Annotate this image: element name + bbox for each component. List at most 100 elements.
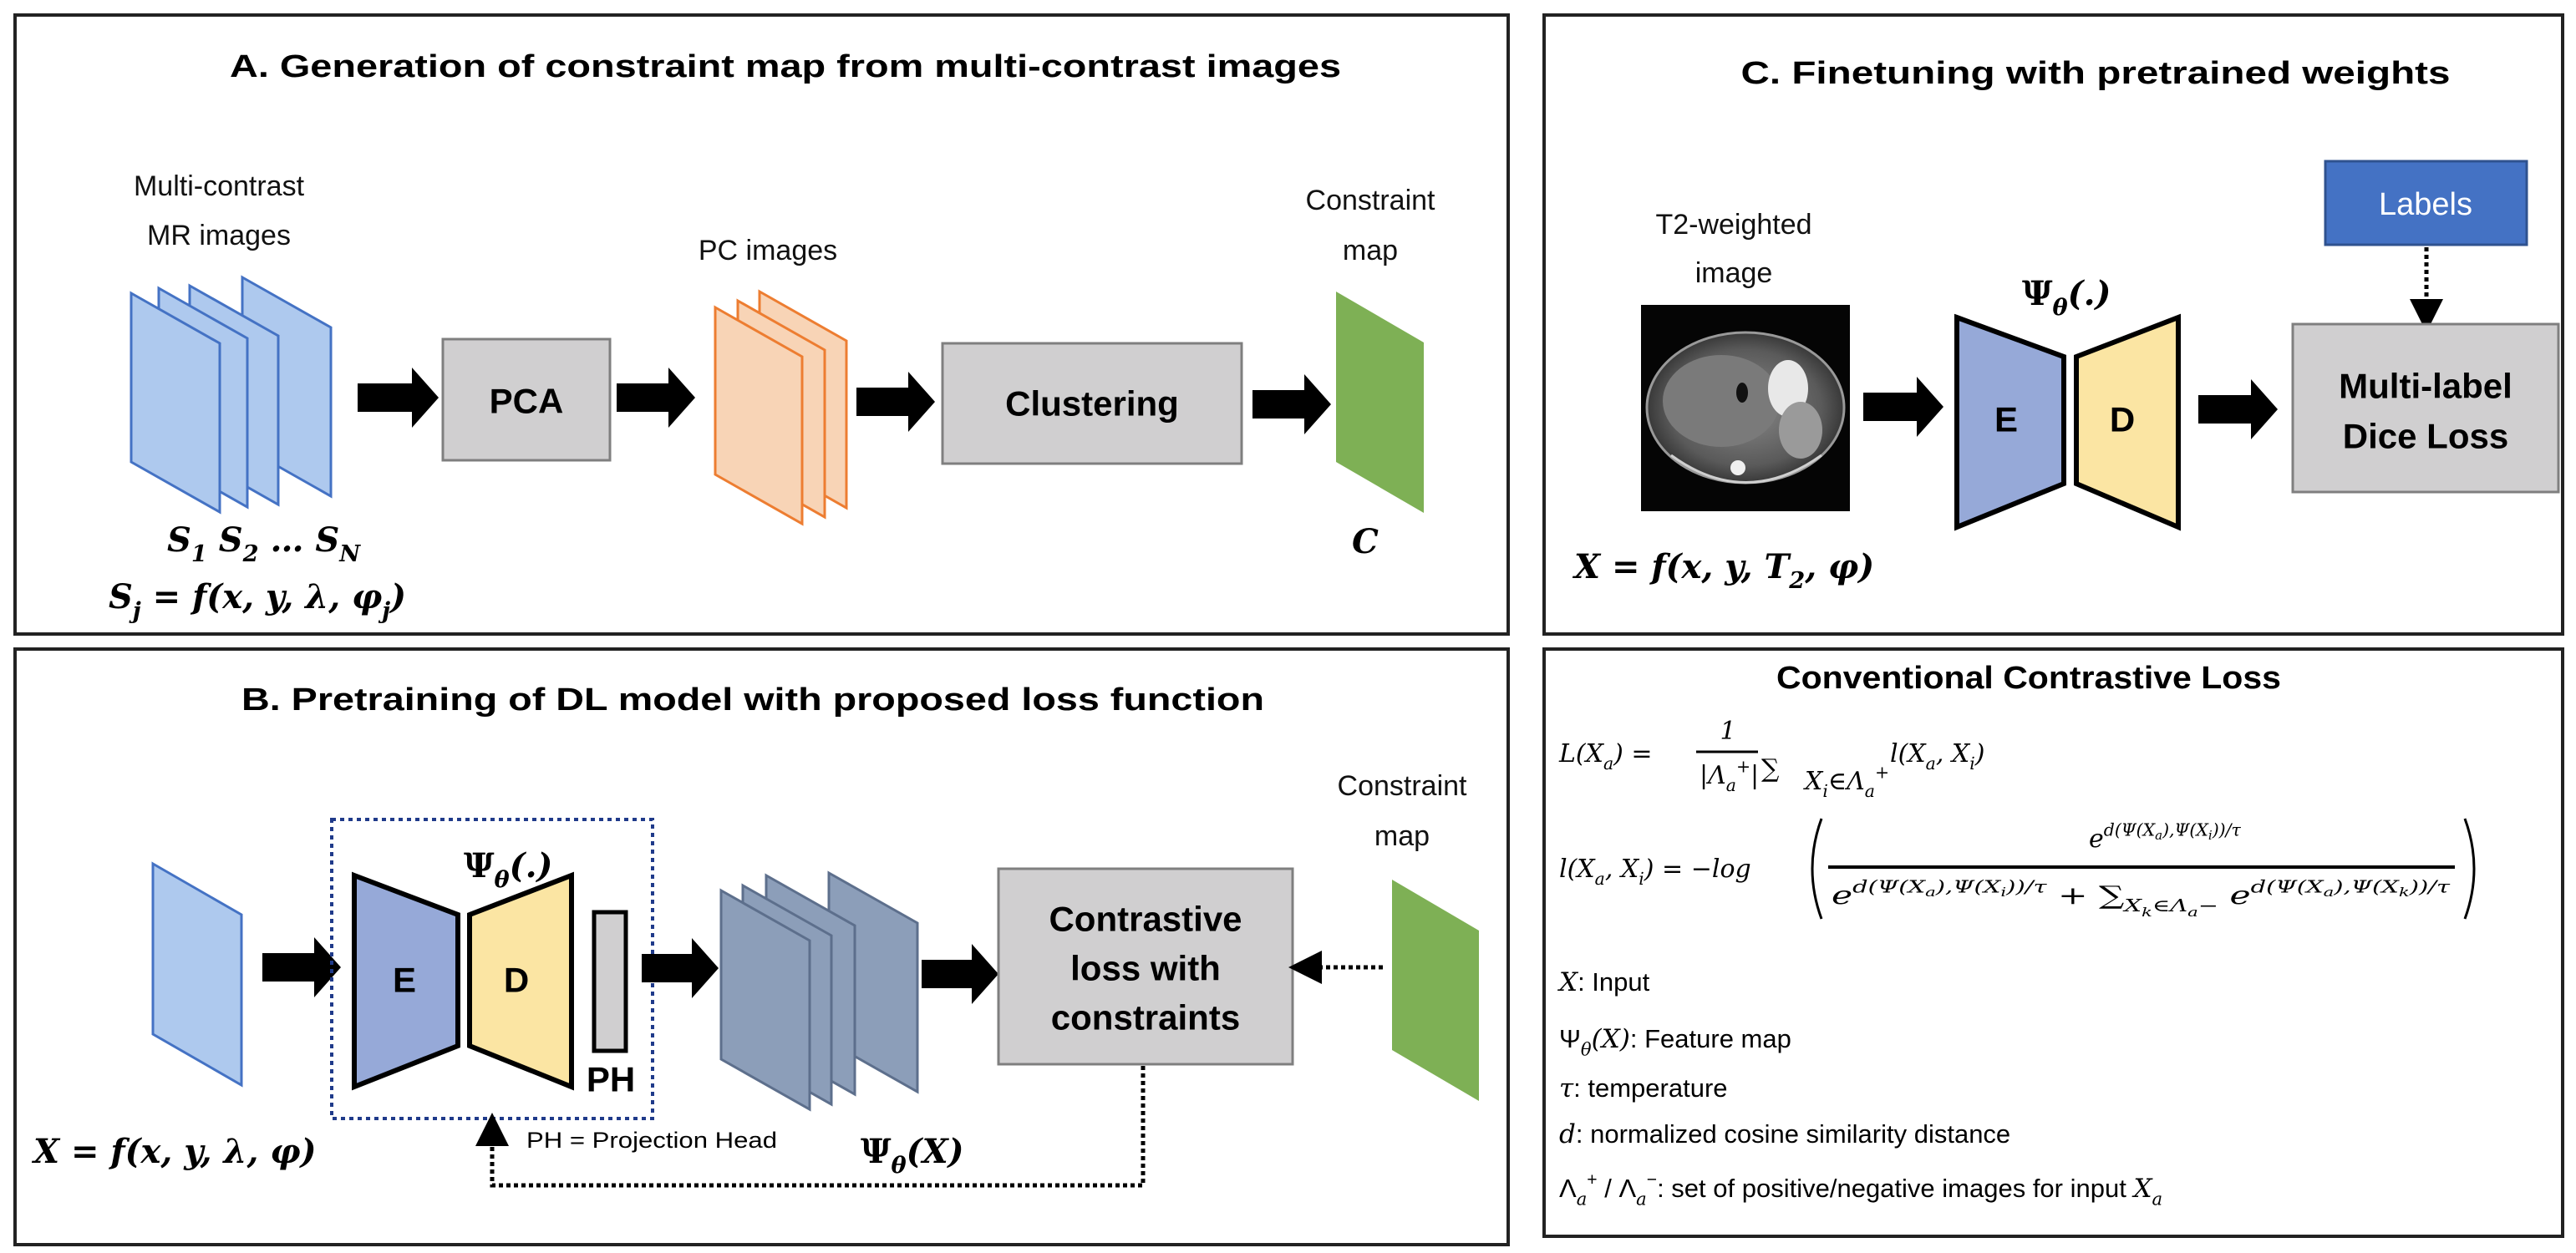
t2-image-label-line1: T2-weighted [1655,209,1811,241]
encoder-block [1954,313,2066,531]
feature-map-stack [719,870,919,1112]
math-segment: Ψ [861,1132,892,1171]
math-segment: τ [1559,1073,1574,1103]
encoder-label: E [393,961,416,1000]
math-segment: 1 [1720,717,1735,746]
constraint-map-label-line1: Constraint [1338,770,1468,802]
math-segment: θ [892,1152,907,1179]
legend: X: Input Ψθ(X): Feature map τ: temperatu… [1557,967,2162,1209]
panel-c-title: C. Finetuning with pretrained weights [1741,56,2451,91]
math-segment: X [2122,895,2143,916]
math-segment: : temperature [1573,1073,1727,1103]
math-segment: a [1577,1188,1588,1209]
math-segment: a [1865,781,1875,801]
math-segment: , X [1936,739,1971,769]
math-segment: : Input [1578,967,1650,997]
L-lhs: L(Xa) = [1558,739,1653,774]
math-segment: θ [2053,294,2069,321]
panel-b: B. Pretraining of DL model with proposed… [13,647,1510,1246]
math-segment: ) = −log [1644,855,1751,884]
decoder-block [2074,313,2181,531]
projection-head-block [592,910,628,1053]
L-term: l(Xa, Xi) [1890,739,1985,774]
math-segment: : set of positive/negative images for in… [1657,1174,2133,1203]
math-segment: a [1595,869,1605,889]
dice-loss-line2: Dice Loss [2343,417,2508,456]
math-segment: : Feature map [1630,1024,1791,1053]
math-segment: S [109,577,133,616]
math-segment: i [1822,781,1828,801]
math-segment: C [1352,522,1379,561]
legend-item-input: X: Input [1557,967,1650,997]
constraint-map-sheet [1336,292,1424,513]
math-segment: / Λ [1598,1174,1637,1203]
legend-item-positive-negative: Λa+ / Λa−: set of positive/negative imag… [1559,1170,2162,1209]
math-segment: X = f(x, y, λ, φ) [31,1132,317,1171]
math-segment: 2 [242,540,259,567]
contrastive-loss-line3: constraints [1051,998,1240,1037]
math-segment: N [338,540,361,567]
feature-map-formula: Ψθ(X) [861,1132,964,1179]
input-image-sheet [151,861,243,1088]
math-segment: Ψ [1559,1024,1581,1053]
math-segment: + [1587,1170,1597,1190]
math-segment: a [2324,885,2335,900]
arrow-right-icon [642,938,719,998]
math-segment: ),Ψ(X [2333,877,2401,897]
math-segment: |Λ [1700,761,1726,790]
pc-image-sheet [714,305,804,526]
math-segment: X [2131,1174,2153,1204]
math-segment: i [1969,753,1975,774]
signal-formula: Sj = f(x, y, λ, φj) [109,577,406,624]
pc-images-label: PC images [699,235,837,266]
math-segment: | [1750,761,1759,790]
decoder-block [467,871,574,1091]
math-segment: X [1557,967,1579,997]
math-segment: ),Ψ(X [2162,820,2209,840]
panel-d: Conventional Contrastive Loss L(Xa) = 1 … [1542,647,2564,1238]
math-segment: (X) [1592,1024,1630,1054]
math-segment: d(Ψ(X [2104,820,2157,840]
math-segment: a [1636,1188,1647,1209]
constraint-map-label-line1: Constraint [1306,185,1436,216]
math-segment: θ [495,866,511,893]
t2-image-label-line2: image [1695,257,1773,289]
l-lhs: l(Xa, Xi) = −log [1559,855,1751,889]
math-segment: 2 [1788,567,1805,594]
math-segment: S [207,520,243,560]
arrow-right-icon [856,372,935,432]
t2-weighted-mri-image [1641,305,1850,511]
math-segment: + ∑ [2046,881,2125,911]
math-segment: a [1603,753,1613,774]
loss-formula-L: L(Xa) = 1 |Λa+| ∑ Xi∈Λa+ l(Xa, Xi) [1558,717,1985,801]
l-numerator: ed(Ψ(Xa),Ψ(Xi))/τ [2089,820,2241,855]
math-segment: (.) [2068,274,2111,313]
panel-a-title: A. Generation of constraint map from mul… [230,49,1341,84]
math-segment: L(X [1558,739,1605,769]
math-segment: (.) [510,846,553,885]
pca-box [441,337,612,462]
projection-head-note: PH = Projection Head [526,1128,777,1153]
mr-image-stack [130,275,333,515]
dice-loss-box [2291,322,2560,494]
math-segment: a [1925,885,1936,900]
mr-images-label-line1: Multi-contrast [134,170,305,202]
constraint-symbol: C [1352,522,1379,561]
legend-item-distance: d: normalized cosine similarity distance [1559,1119,2010,1149]
math-segment: ) [389,577,406,616]
dice-loss-line1: Multi-label [2339,367,2512,406]
constraint-map-label-line2: map [1343,235,1398,266]
math-segment: S [167,520,191,560]
feature-map-sheet [719,888,811,1112]
math-segment: l(X [1559,855,1596,884]
math-segment: : normalized cosine similarity distance [1576,1119,2010,1149]
math-segment: a [1726,775,1736,795]
L-numerator: 1 [1720,717,1735,746]
clustering-label: Clustering [1005,384,1179,424]
L-sum-subscript: Xi∈Λa+ [1803,763,1889,802]
decoder-label: D [2110,400,2135,439]
math-segment: + [1736,757,1750,777]
math-segment: k [2142,905,2152,920]
